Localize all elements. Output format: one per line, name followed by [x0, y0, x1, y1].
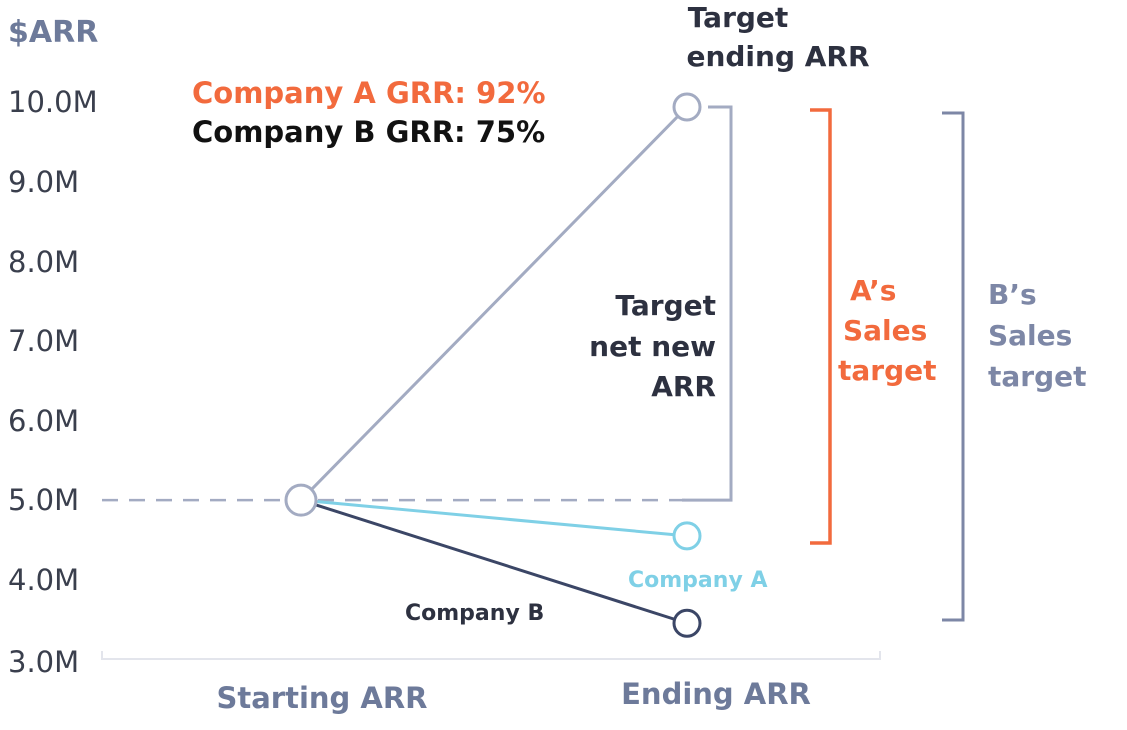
y-tick-label: 8.0M: [8, 245, 79, 279]
company-a-series-line: [300, 498, 688, 538]
target-net-label-line3: ARR: [651, 370, 716, 403]
x-category-label-starting: Starting ARR: [216, 681, 427, 715]
series-layer: [284, 92, 702, 638]
a-sales-label-line1: A’s: [850, 274, 896, 307]
company-b-grr-label: Company B GRR: 75%: [192, 115, 545, 149]
y-tick-label: 6.0M: [8, 404, 79, 438]
company-a-end-point: [672, 521, 702, 551]
company-b-end-point: [672, 608, 702, 638]
b-sales-label-line1: B’s: [988, 278, 1037, 311]
y-tick-labels: 10.0M 9.0M 8.0M 7.0M 6.0M 5.0M 4.0M 3.0M: [8, 85, 98, 679]
target-ending-label-line2: ending ARR: [686, 40, 869, 73]
x-axis-line: [101, 651, 881, 660]
target-net-label-line2: net new: [589, 330, 716, 363]
a-sales-label-line2: Sales: [843, 314, 927, 347]
y-tick-label: 3.0M: [8, 645, 79, 679]
company-a-grr-label: Company A GRR: 92%: [192, 76, 546, 110]
b-sales-label-line3: target: [988, 360, 1087, 393]
company-a-series-label: Company A: [628, 568, 767, 593]
b-sales-label-line2: Sales: [988, 319, 1072, 352]
target-ending-arr-series-line: [299, 105, 689, 502]
starting-arr-point: [284, 483, 318, 517]
y-axis-title: $ARR: [8, 15, 98, 50]
b-sales-target-bracket: [942, 111, 965, 622]
y-tick-label: 10.0M: [8, 85, 98, 119]
target-net-new-bracket: [682, 105, 733, 502]
target-net-label-line1: Target: [615, 289, 716, 322]
company-b-series-line: [300, 498, 688, 625]
y-tick-label: 9.0M: [8, 165, 79, 199]
a-sales-target-bracket: [810, 108, 832, 545]
target-ending-arr-end-point: [672, 92, 702, 122]
y-tick-label: 7.0M: [8, 324, 79, 358]
y-tick-label: 4.0M: [8, 563, 79, 597]
a-sales-label-line3: target: [838, 354, 937, 387]
company-b-series-label: Company B: [405, 601, 544, 626]
target-ending-label-line1: Target: [688, 1, 789, 34]
x-category-label-ending: Ending ARR: [621, 677, 811, 711]
y-tick-label: 5.0M: [8, 483, 79, 517]
